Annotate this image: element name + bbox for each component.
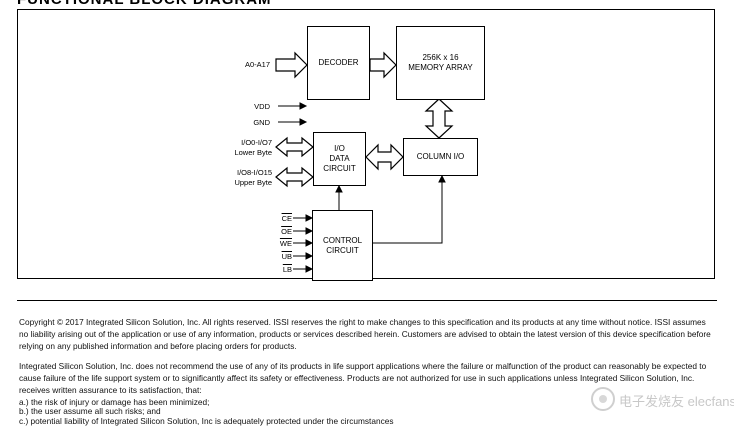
address-arrow xyxy=(275,51,308,79)
io-low-sub-label: Lower Byte xyxy=(234,148,272,157)
io-high-arrow xyxy=(275,166,314,188)
memory-array-block: 256K x 16 MEMORY ARRAY xyxy=(396,26,485,100)
io-high-label: I/O8-I/O15 xyxy=(236,168,272,177)
io-column-arrow xyxy=(365,143,404,171)
io-low-arrow xyxy=(275,136,314,158)
footer-divider xyxy=(17,300,717,301)
io-data-block: I/O DATA CIRCUIT xyxy=(313,132,366,186)
watermark-text: 电子发烧友 elecfans.com xyxy=(619,394,734,409)
gnd-arrowhead xyxy=(299,118,308,126)
ce-label: CE xyxy=(281,214,292,223)
copyright-paragraph: Copyright © 2017 Integrated Silicon Solu… xyxy=(19,317,711,351)
oe-label: OE xyxy=(281,227,292,236)
control-to-column-line xyxy=(373,182,443,244)
control-block: CONTROL CIRCUIT xyxy=(312,210,373,281)
disclaimer-item-a: a.) the risk of injury or damage has bee… xyxy=(19,397,210,407)
page-title: FUNCTIONAL BLOCK DIAGRAM xyxy=(17,0,272,8)
decoder-to-array-arrow xyxy=(369,51,397,79)
vdd-arrowhead xyxy=(299,102,308,110)
watermark-logo-icon xyxy=(591,387,615,411)
gnd-label: GND xyxy=(253,118,270,127)
io-high-sub-label: Upper Byte xyxy=(234,178,272,187)
lb-label: LB xyxy=(282,265,292,274)
ub-label: UB xyxy=(281,252,292,261)
address-label: A0-A17 xyxy=(244,60,270,69)
disclaimer-item-b: b.) the user assume all such risks; and xyxy=(19,406,161,416)
disclaimer-paragraph: Integrated Silicon Solution, Inc. does n… xyxy=(19,361,707,395)
io-low-label: I/O0-I/O7 xyxy=(241,138,272,147)
vdd-label: VDD xyxy=(254,102,270,111)
diagram-connections xyxy=(275,51,454,273)
decoder-block: DECODER xyxy=(307,26,370,100)
array-column-arrow xyxy=(424,98,454,139)
we-label: WE xyxy=(279,239,292,248)
disclaimer-item-c: c.) potential liability of Integrated Si… xyxy=(19,416,394,426)
column-io-block: COLUMN I/O xyxy=(403,138,478,176)
